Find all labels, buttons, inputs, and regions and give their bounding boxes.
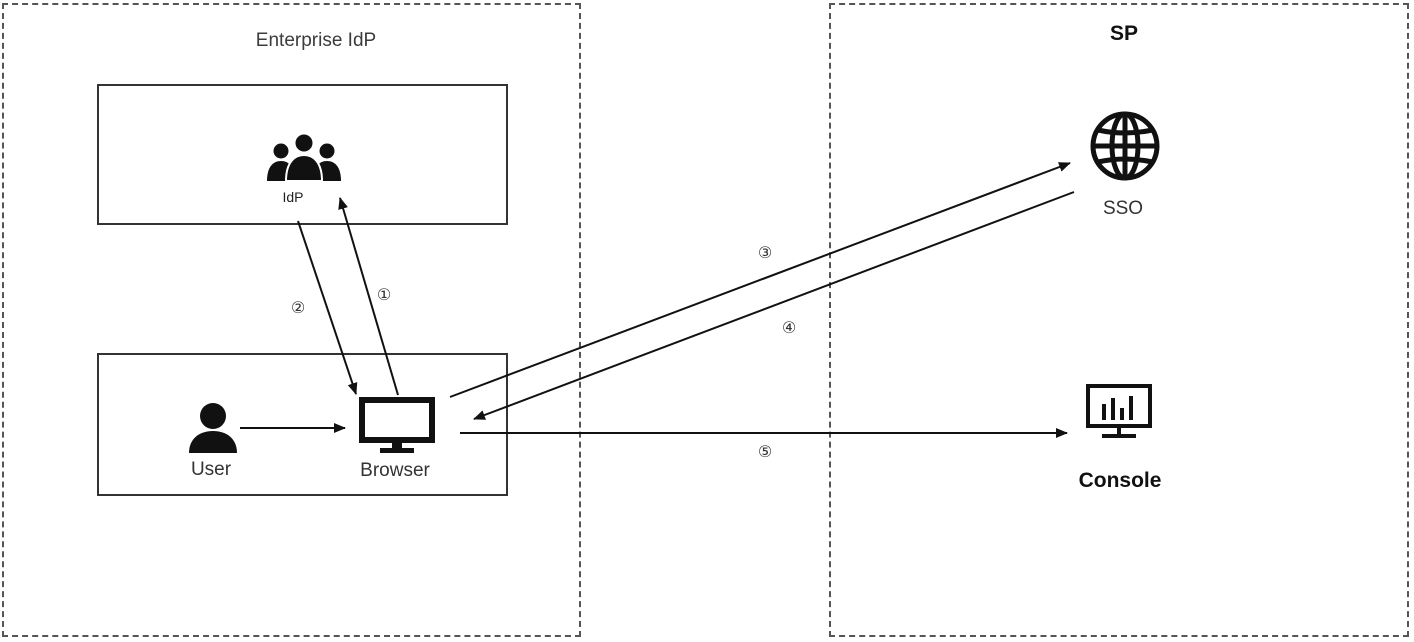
arrow-step1 bbox=[338, 197, 399, 396]
dashboard-monitor-icon bbox=[1086, 384, 1152, 438]
idp-box bbox=[97, 84, 508, 225]
step-1-label: ① bbox=[376, 285, 392, 304]
step-3-label: ③ bbox=[757, 243, 773, 262]
sp-group bbox=[829, 3, 1409, 637]
arrow-step3 bbox=[449, 162, 1071, 398]
idp-label: IdP bbox=[282, 189, 304, 205]
globe-icon bbox=[1090, 111, 1160, 181]
sso-label: SSO bbox=[1102, 198, 1144, 219]
user-browser-box bbox=[97, 353, 508, 496]
arrow-step4 bbox=[473, 191, 1075, 420]
enterprise-idp-title: Enterprise IdP bbox=[255, 30, 377, 51]
arrow-step2 bbox=[297, 220, 358, 395]
enterprise-idp-group bbox=[2, 3, 581, 637]
step-4-label: ④ bbox=[781, 318, 797, 337]
browser-label: Browser bbox=[360, 460, 430, 481]
step-2-label: ② bbox=[290, 298, 306, 317]
user-icon bbox=[189, 403, 237, 453]
step-5-label: ⑤ bbox=[757, 442, 773, 461]
user-group-icon bbox=[267, 132, 341, 182]
sp-title: SP bbox=[1109, 22, 1139, 45]
console-label: Console bbox=[1078, 469, 1162, 492]
user-label: User bbox=[190, 459, 232, 480]
monitor-icon bbox=[359, 397, 435, 453]
